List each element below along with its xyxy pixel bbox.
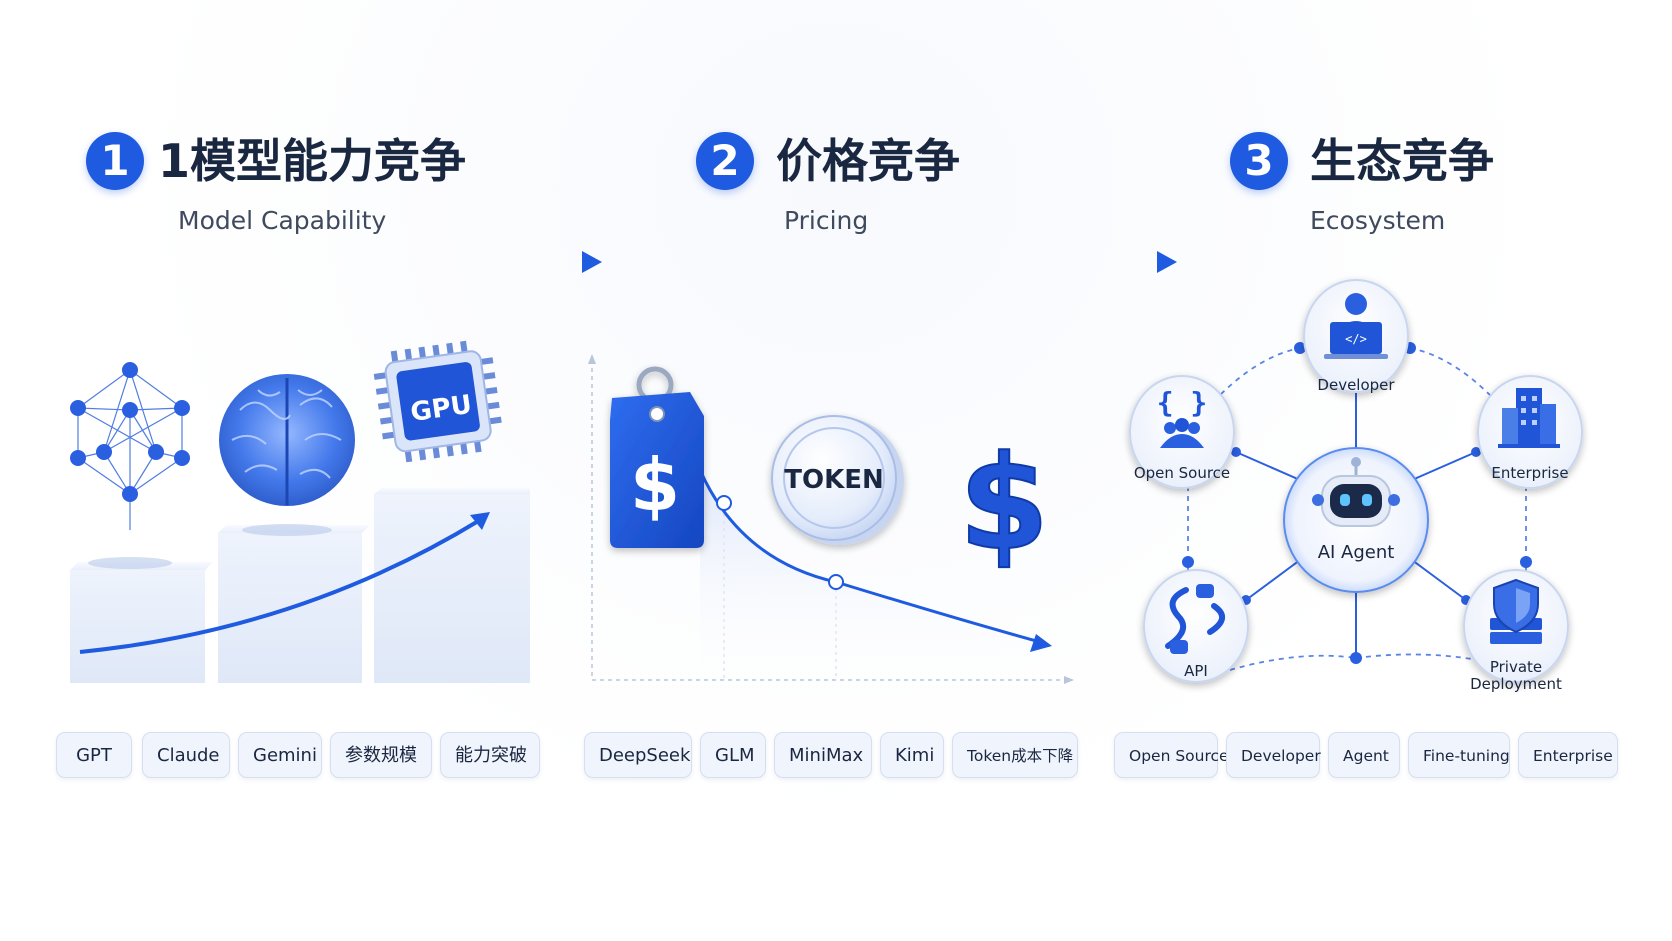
flow-arrow-2-icon	[1157, 251, 1177, 273]
section-1-title: 1模型能力竞争	[158, 134, 467, 188]
brain-icon	[219, 374, 355, 506]
api-node: API	[1143, 569, 1249, 683]
tag-minimax[interactable]: MiniMax	[774, 732, 872, 778]
tag-open-source[interactable]: Open Source	[1114, 732, 1229, 778]
tag-developer[interactable]: Developer	[1226, 732, 1321, 778]
tag-claude[interactable]: Claude	[142, 732, 230, 778]
developer-node-label: Developer	[1317, 376, 1395, 394]
podium-left	[70, 562, 213, 683]
section-1-number-badge: 1	[86, 132, 144, 190]
section-2-title: 价格竞争	[776, 134, 960, 188]
tag-deepseek[interactable]: DeepSeek	[584, 732, 692, 778]
api-node-label: API	[1184, 662, 1208, 680]
neural-network-nodes	[70, 362, 190, 502]
enterprise-node-label: Enterprise	[1491, 464, 1568, 482]
growth-arrow-head-icon	[470, 512, 490, 530]
section-1-subtitle: Model Capability	[178, 206, 387, 235]
svg-text:</>: </>	[1345, 332, 1367, 346]
section-1-header: 1 1模型能力竞争 Model Capability	[86, 128, 526, 248]
tag-enterprise[interactable]: Enterprise	[1518, 732, 1618, 778]
section-3-title: 生态竞争	[1310, 134, 1494, 188]
section-3-header: 3 生态竞争 Ecosystem	[1230, 128, 1530, 248]
tag-token-cost-decline[interactable]: Token成本下降	[952, 732, 1078, 778]
dollar-icon: $	[959, 427, 1049, 579]
price-decline-arrow-icon	[1030, 634, 1052, 652]
private-node-label-line1: Private	[1490, 658, 1542, 676]
developer-laptop-icon: </>	[1324, 293, 1388, 359]
neural-network-icon	[77, 369, 183, 530]
tag-param-scale[interactable]: 参数规模	[330, 732, 432, 778]
gpu-chip-icon	[373, 340, 502, 463]
shield-server-icon	[1490, 578, 1542, 644]
tag-fine-tuning[interactable]: Fine-tuning	[1408, 732, 1510, 778]
tag-glm[interactable]: GLM	[700, 732, 766, 778]
tag-gemini[interactable]: Gemini	[238, 732, 322, 778]
price-tag-icon	[610, 366, 704, 548]
tag-agent[interactable]: Agent	[1328, 732, 1400, 778]
price-tag-dollar: $	[630, 443, 680, 527]
ecosystem-illustration: AI Agent </> Developer { }	[1129, 279, 1583, 693]
center-node-ai-agent: AI Agent	[1283, 447, 1429, 593]
tag-gpt[interactable]: GPT	[56, 732, 132, 778]
section-3-subtitle: Ecosystem	[1310, 206, 1446, 235]
robot-icon	[1312, 457, 1400, 527]
open-source-node: { } Open Source	[1129, 375, 1235, 489]
tag-kimi[interactable]: Kimi	[880, 732, 944, 778]
private-deployment-node: Private Deployment	[1463, 569, 1569, 693]
center-node-label: AI Agent	[1318, 542, 1395, 563]
developer-node: </> Developer	[1303, 279, 1409, 394]
flow-line	[300, 251, 1360, 273]
enterprise-node: Enterprise	[1477, 375, 1583, 489]
section-3-number-badge: 3	[1230, 132, 1288, 190]
section-2-subtitle: Pricing	[784, 206, 869, 235]
building-icon	[1498, 388, 1560, 448]
model-capability-illustration: GPU	[70, 340, 530, 683]
podium-right	[374, 488, 530, 683]
flow-arrow-1-icon	[582, 251, 602, 273]
pricing-illustration: $ TOKEN $	[588, 354, 1074, 684]
tag-capability-breakthrough[interactable]: 能力突破	[440, 732, 540, 778]
section-2-number-badge: 2	[696, 132, 754, 190]
podium-middle	[218, 525, 370, 683]
section-2-header: 2 价格竞争 Pricing	[696, 128, 996, 248]
token-coin-icon	[771, 415, 904, 545]
private-node-label-line2: Deployment	[1470, 675, 1562, 693]
svg-text:{ }: { }	[1157, 386, 1208, 419]
token-label: TOKEN	[784, 465, 884, 495]
growth-arrow	[79, 518, 482, 654]
open-source-node-label: Open Source	[1134, 464, 1230, 482]
api-connector-icon	[1165, 584, 1225, 654]
code-braces-icon: { }	[1157, 386, 1208, 448]
